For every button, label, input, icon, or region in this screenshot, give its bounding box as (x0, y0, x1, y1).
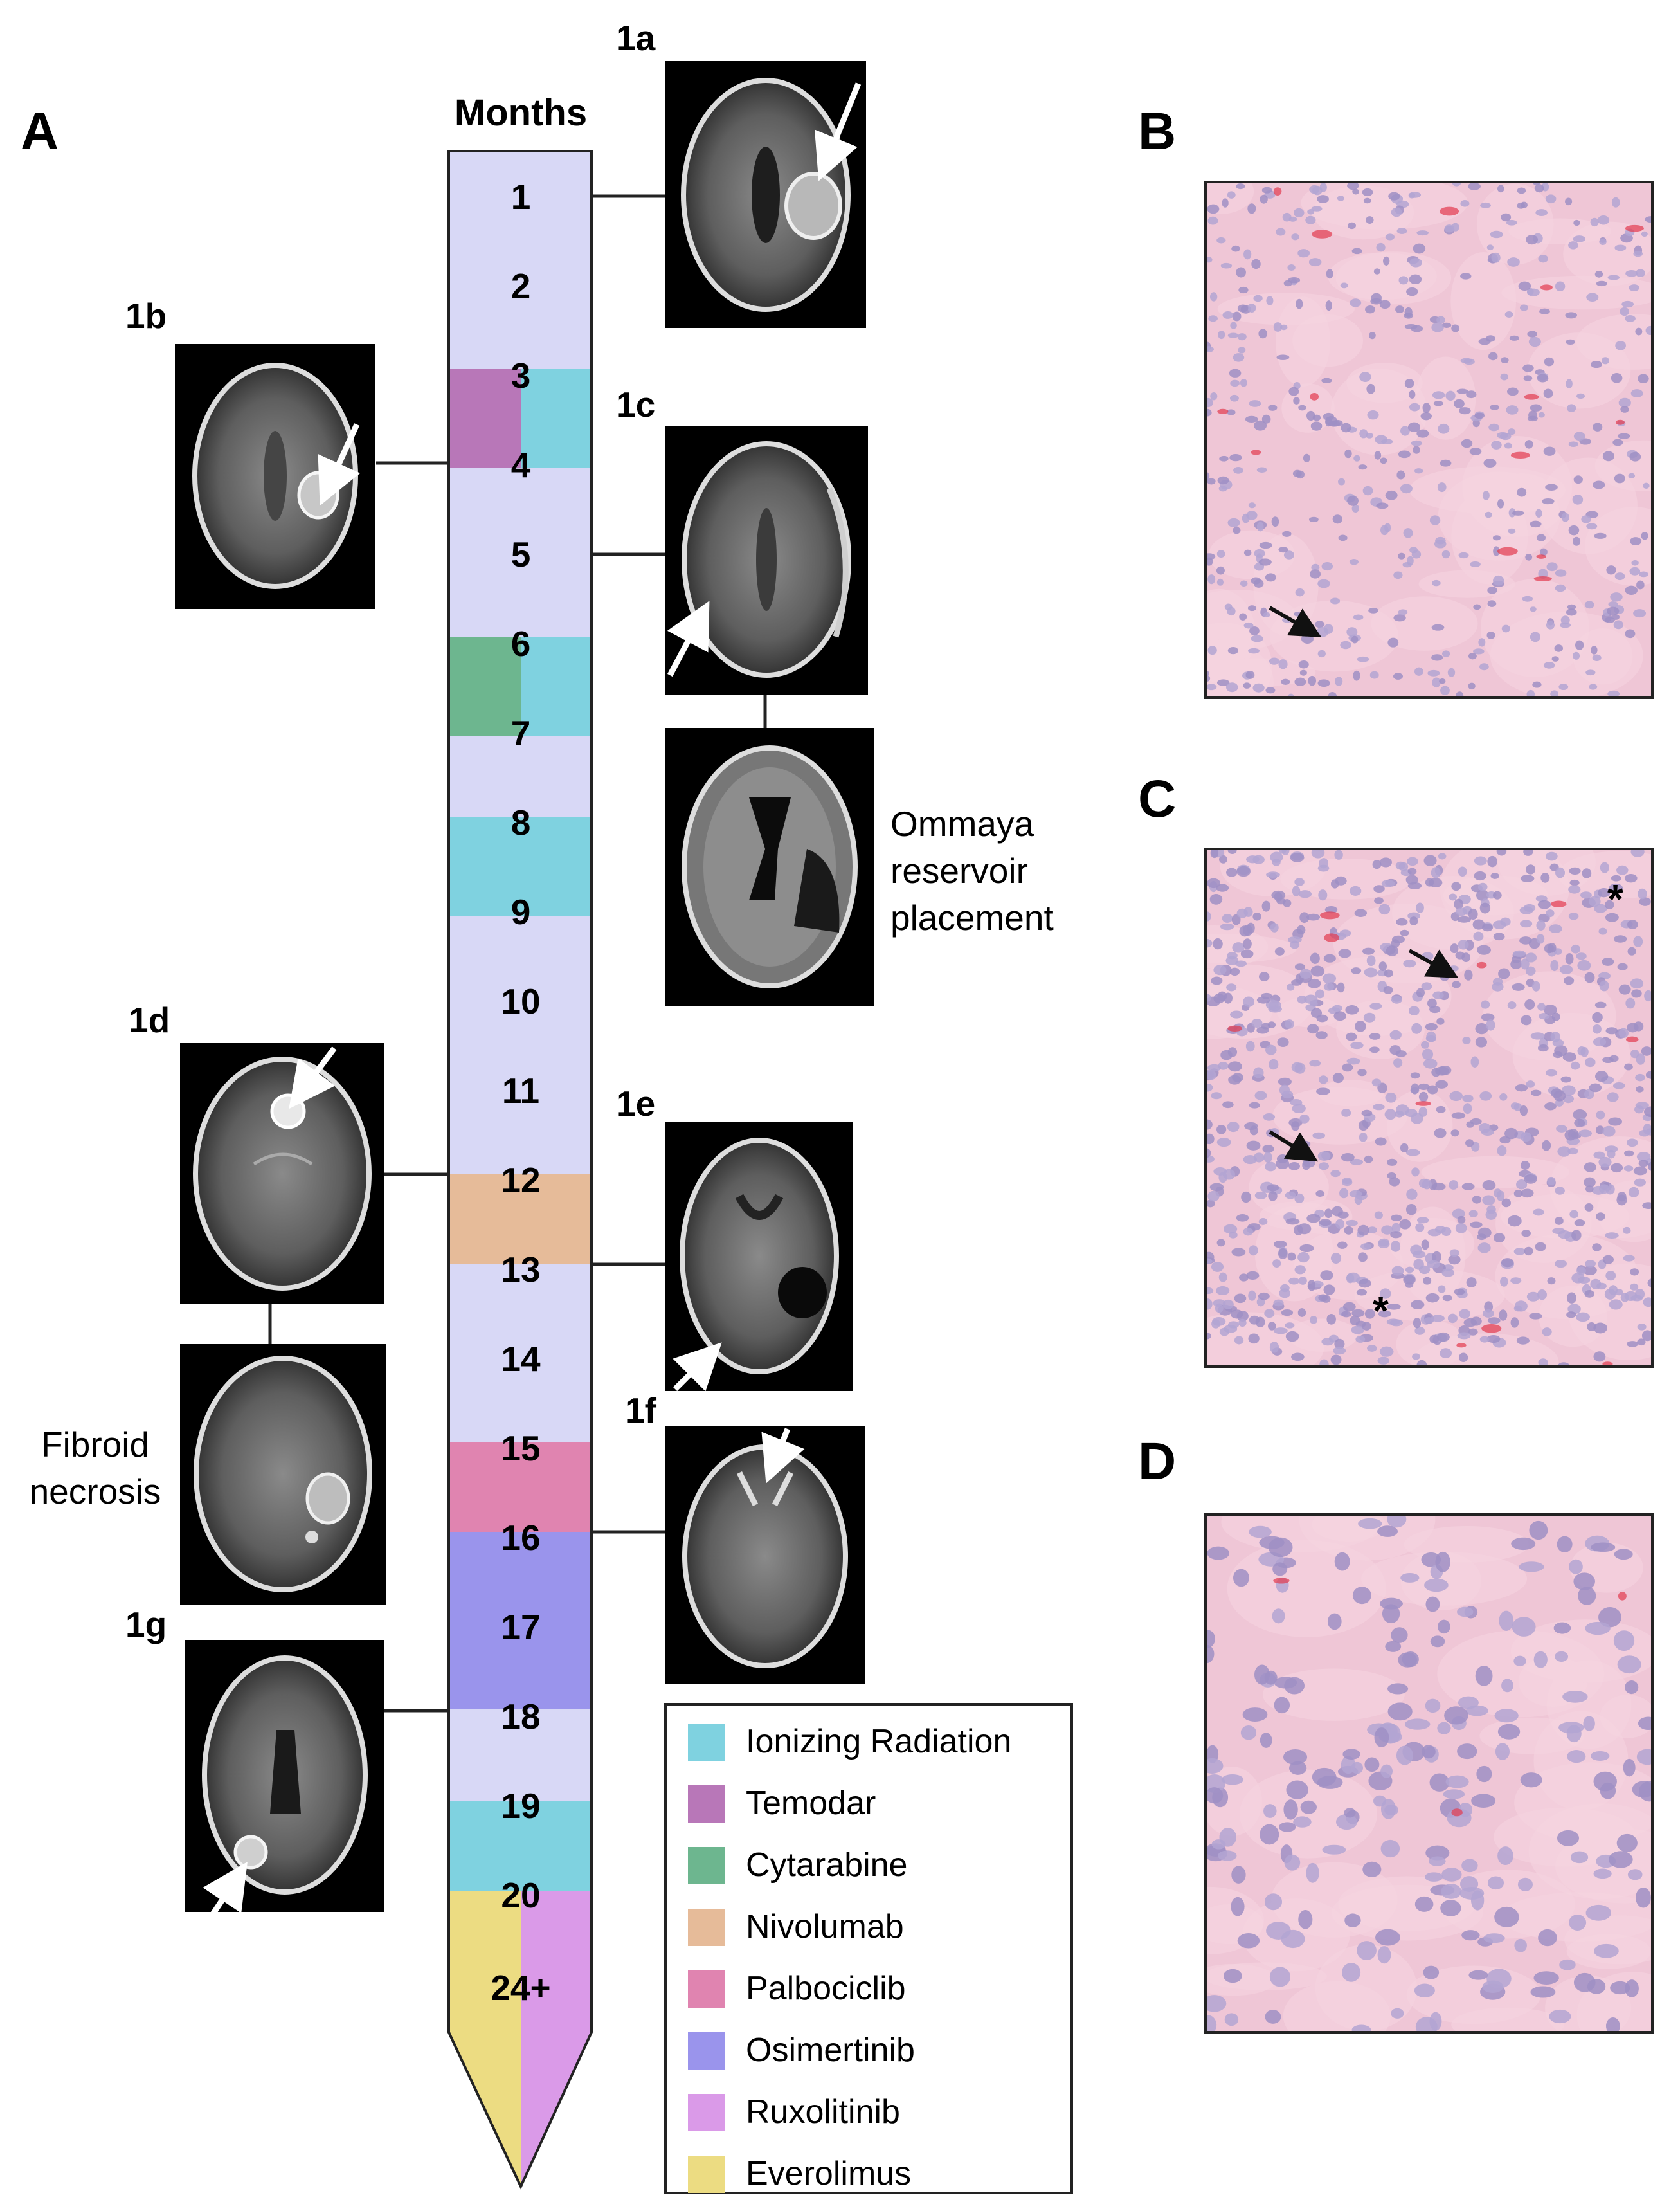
histology-d-border (1204, 1513, 1654, 2034)
ommaya-caption-line2: reservoir (890, 851, 1028, 891)
ommaya-caption-line3: placement (890, 898, 1054, 938)
legend: Ionizing RadiationTemodarCytarabineNivol… (664, 1703, 1073, 2194)
legend-swatch (688, 1724, 725, 1761)
month-label: 8 (511, 803, 531, 842)
bar-radiation-2 (521, 637, 592, 736)
bar-palbociclib (449, 1442, 592, 1532)
histology-b-arrow (1269, 606, 1322, 637)
bar-temodar (449, 368, 521, 468)
scan-1e-label: 1e (616, 1084, 655, 1124)
timeline-bar (447, 150, 593, 2190)
panel-label-d: D (1138, 1432, 1176, 1491)
legend-box (664, 1703, 1073, 2194)
histology-c-border (1204, 848, 1654, 1368)
ommaya-caption-line1: Ommaya (890, 804, 1034, 844)
scan-1c (665, 426, 868, 695)
scan-1d (180, 1043, 384, 1304)
legend-label: Cytarabine (746, 1846, 907, 1884)
legend-swatch (688, 1970, 725, 2008)
scan-ommaya (665, 728, 874, 1006)
month-label: 9 (511, 892, 531, 932)
bar-outline (447, 150, 593, 2190)
legend-label: Osimertinib (746, 2032, 915, 2069)
scan-1d-label: 1d (129, 1000, 170, 1040)
month-label: 7 (511, 713, 531, 753)
legend-swatch (688, 2156, 725, 2193)
month-label: 16 (501, 1518, 540, 1558)
bar-radiation-3 (449, 817, 592, 916)
scan-1g-label: 1g (125, 1605, 167, 1644)
legend-label: Nivolumab (746, 1908, 904, 1945)
month-label: 20 (501, 1875, 540, 1915)
legend-label: Everolimus (746, 2155, 911, 2192)
histology-panel-c (1206, 849, 1652, 1367)
histology-b-border (1204, 181, 1654, 699)
histology-panel-d (1206, 1515, 1652, 2032)
scan-1a-label: 1a (616, 18, 656, 58)
month-label: 2 (511, 266, 531, 306)
histology-c-arrow-2 (1269, 1130, 1319, 1162)
scan-1f (665, 1426, 865, 1684)
legend-label: Ionizing Radiation (746, 1723, 1011, 1760)
month-label: 15 (501, 1428, 540, 1468)
histology-c-arrow-1 (1408, 949, 1459, 978)
month-label: 13 (501, 1250, 540, 1289)
scan-1a (665, 61, 866, 328)
panel-label-b: B (1138, 102, 1176, 161)
timeline-header: Months (455, 92, 587, 134)
bar-osimertinib (449, 1532, 592, 1709)
bar-nivolumab (449, 1174, 592, 1264)
legend-swatch (688, 2032, 725, 2070)
scan-1g (185, 1640, 384, 1917)
connectors (268, 194, 767, 1713)
legend-swatch (688, 1847, 725, 1884)
scan-1b-label: 1b (125, 296, 167, 336)
scan-1f-label: 1f (625, 1390, 657, 1430)
bar-radiation-1 (521, 368, 592, 468)
month-label: 12 (501, 1160, 540, 1200)
month-label: 11 (502, 1071, 539, 1111)
month-label: 17 (501, 1607, 540, 1647)
panel-label-c: C (1138, 770, 1176, 828)
histology-panel-b (1206, 182, 1652, 698)
scan-1c-label: 1c (616, 385, 655, 424)
legend-swatch (688, 1909, 725, 1946)
month-label: 4 (511, 445, 531, 485)
month-label: 24+ (491, 1968, 550, 2008)
month-label: 18 (501, 1697, 540, 1736)
scan-1b (175, 344, 375, 609)
legend-swatch (688, 1785, 725, 1823)
month-label: 10 (501, 981, 540, 1021)
month-label: 6 (511, 624, 531, 664)
legend-swatch (688, 2094, 725, 2131)
bar-ruxolitinib (521, 1891, 592, 2187)
scan-1e (665, 1122, 853, 1392)
bar-radiation-4 (449, 1801, 592, 1891)
month-label: 19 (501, 1786, 540, 1826)
legend-label: Palbociclib (746, 1970, 906, 2007)
fibroid-caption-line1: Fibroid (41, 1424, 149, 1464)
month-label: 1 (511, 177, 531, 217)
bar-cytarabine (449, 637, 521, 736)
histology-c-asterisk-1: * (1607, 876, 1623, 922)
legend-label: Temodar (746, 1785, 876, 1822)
fibroid-caption-line2: necrosis (30, 1471, 161, 1511)
month-label: 14 (501, 1339, 541, 1379)
bar-everolimus (449, 1891, 521, 2187)
month-label: 5 (511, 534, 531, 574)
histology-c-asterisk-2: * (1373, 1287, 1389, 1334)
month-label: 3 (511, 356, 531, 396)
scan-fibroid (180, 1344, 386, 1605)
panel-label-a: A (21, 102, 59, 161)
legend-label: Ruxolitinib (746, 2093, 900, 2131)
